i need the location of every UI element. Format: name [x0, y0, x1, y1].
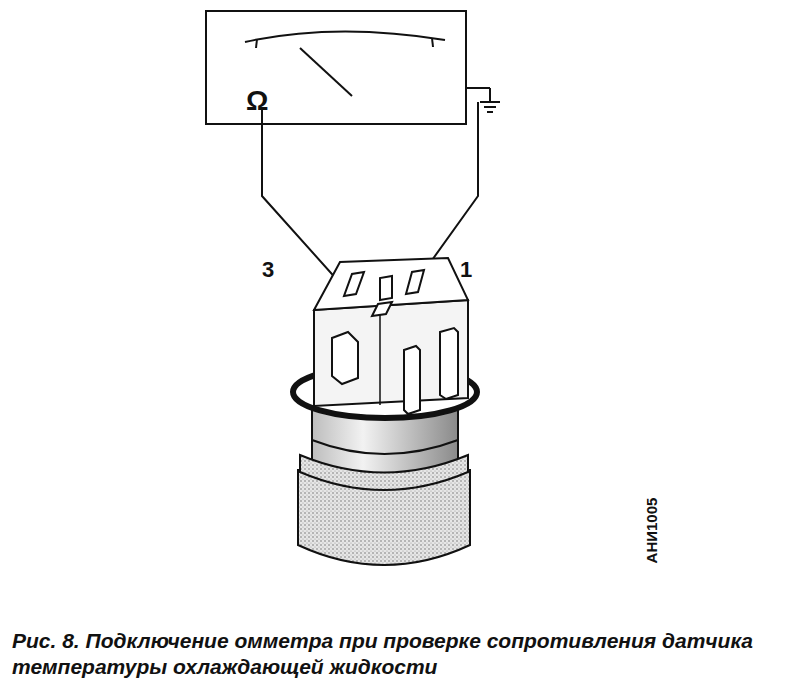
figure-code: АНИ1005: [643, 497, 660, 563]
connector-housing: [314, 300, 468, 406]
unit-symbol: Ω: [246, 85, 504, 117]
pin-number: 3: [262, 257, 274, 283]
ground-symbol: [465, 88, 500, 112]
ohmmeter-box: Ω: [205, 10, 467, 125]
test-lead: [262, 108, 348, 292]
terminal-pins: [344, 270, 424, 316]
dial-scale: [245, 31, 445, 42]
pin-number: 1: [460, 257, 472, 283]
figure-caption: Рис. 8. Подключение омметра при проверке…: [12, 628, 782, 681]
meter-needle: [300, 48, 352, 96]
